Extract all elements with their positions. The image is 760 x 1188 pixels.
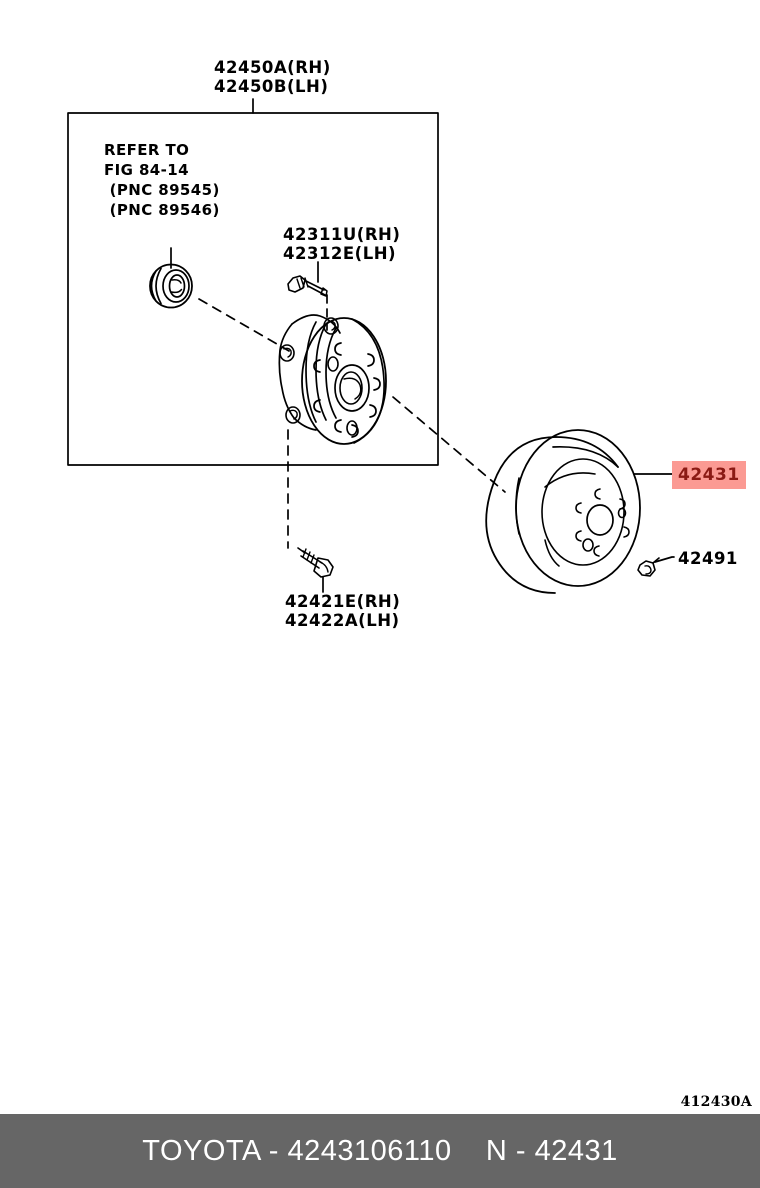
- footer-bar: TOYOTA - 4243106110 N - 42431: [0, 1114, 760, 1188]
- brake-disc-rotor: [485, 429, 673, 594]
- callout-disc-set-screw: 42491: [678, 549, 738, 568]
- refer-to-note: REFER TO FIG 84-14 (PNC 89545) (PNC 8954…: [104, 141, 220, 219]
- footer-part-reference: TOYOTA - 4243106110 N - 42431: [142, 1134, 618, 1167]
- figure-id-label: 412430A: [680, 1094, 752, 1110]
- callout-hub-bolt-lower: 42421E(RH) 42422A(LH): [285, 592, 401, 630]
- callout-hub-bolt-upper: 42311U(RH) 42312E(LH): [283, 225, 401, 263]
- assembly-dash-hub-to-disc: [392, 396, 506, 493]
- callout-brake-disc-highlighted[interactable]: 42431: [672, 461, 746, 489]
- callout-hub-bearing-assembly: 42450A(RH) 42450B(LH): [214, 58, 331, 96]
- hub-bolt-upper-part: [287, 261, 328, 297]
- hub-bolt-lower-part: [297, 547, 334, 593]
- axle-hub-assembly: [278, 314, 387, 445]
- wheel-bearing-part: [149, 247, 193, 309]
- disc-set-screw-part: [637, 556, 675, 577]
- assembly-dash-bearing-to-hub: [198, 298, 290, 352]
